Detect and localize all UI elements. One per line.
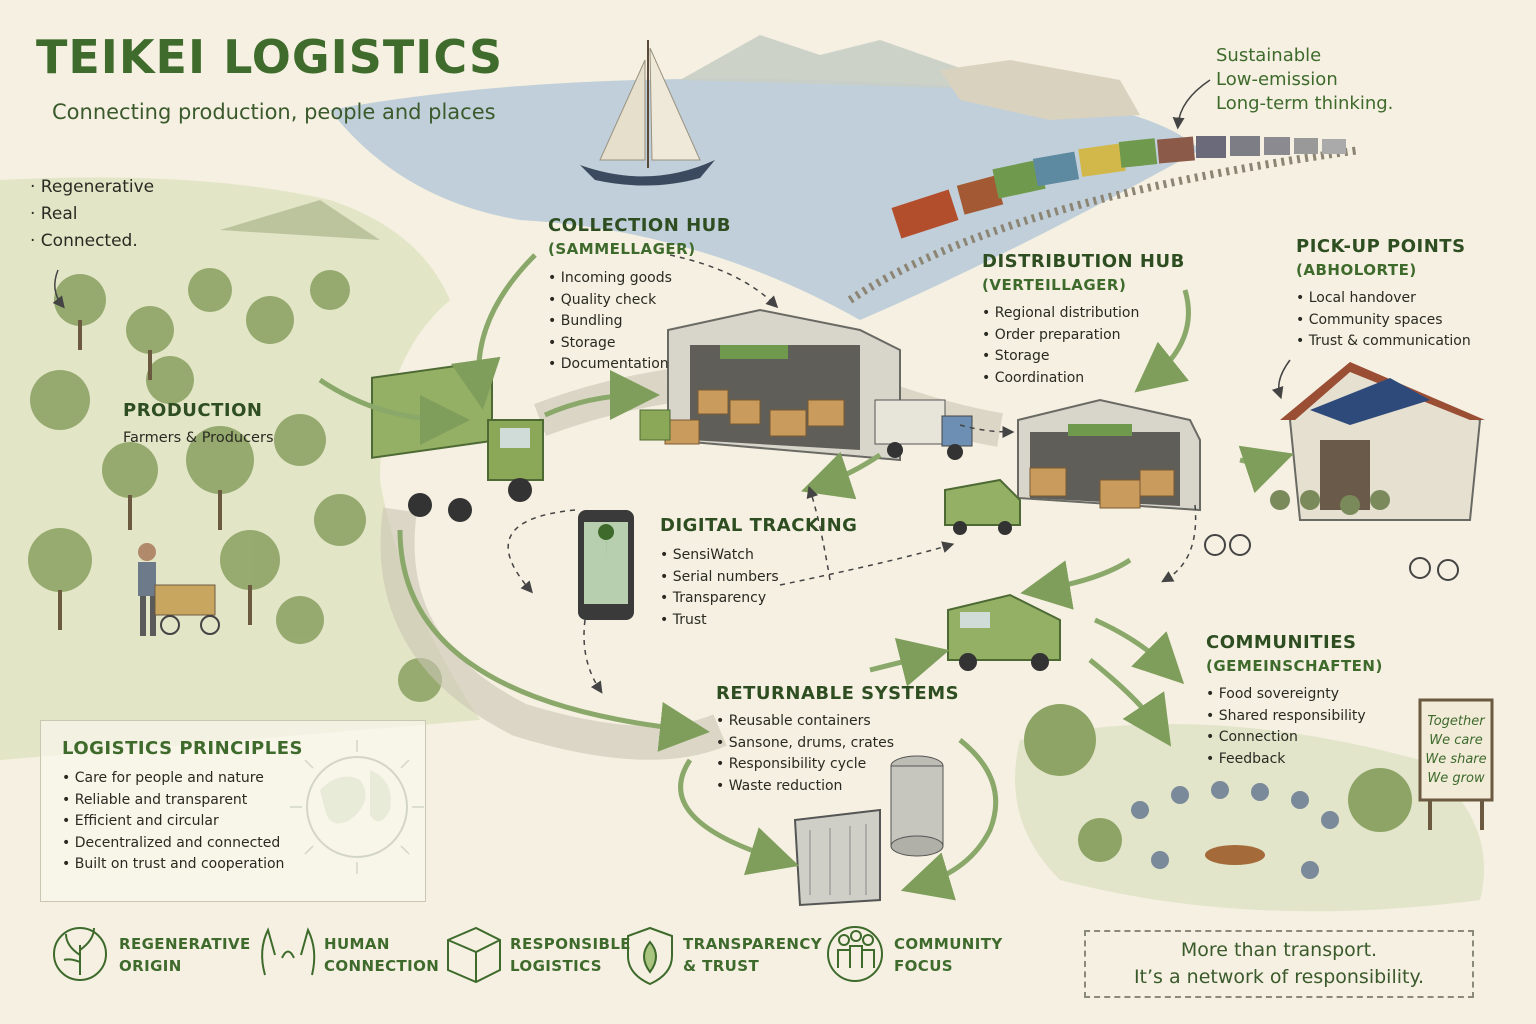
list-item: Care for people and nature (62, 768, 284, 790)
communities-list: Food sovereignty Shared responsibility C… (1206, 684, 1366, 770)
sign-line: We care (1429, 733, 1483, 748)
collection-hub-list: Incoming goods Quality check Bundling St… (548, 268, 672, 376)
list-item: Reusable containers (716, 711, 894, 733)
list-item: Bundling (548, 311, 672, 333)
list-item: Transparency (660, 588, 779, 610)
hands-icon (261, 927, 316, 976)
data-lines (507, 254, 1197, 694)
list-item: Coordination (982, 368, 1139, 390)
list-item: SensiWatch (660, 545, 779, 567)
distribution-hub-building (1017, 398, 1201, 512)
green-truck (371, 359, 544, 522)
pickup-points-subtitle: (ABHOLORTE) (1296, 261, 1417, 279)
list-item: Efficient and circular (62, 811, 284, 833)
principles-title: LOGISTICS PRINCIPLES (62, 738, 303, 759)
smartphone-tracking (578, 510, 634, 620)
tag-regenerative: · Regenerative (30, 177, 155, 197)
list-item: Serial numbers (660, 567, 779, 589)
list-item: Shared responsibility (1206, 706, 1366, 728)
list-item: Incoming goods (548, 268, 672, 290)
page-subtitle: Connecting production, people and places (52, 100, 496, 124)
pickup-points-title: PICK-UP POINTS (1296, 236, 1466, 257)
tag-connected: · Connected. (30, 231, 138, 251)
list-item: Documentation (548, 354, 672, 376)
communities-subtitle: (GEMEINSCHAFTEN) (1206, 657, 1383, 675)
collection-hub-subtitle: (SAMMELLAGER) (548, 240, 696, 258)
railway-train (847, 136, 1361, 304)
list-item: Storage (548, 333, 672, 355)
list-item: Storage (982, 346, 1139, 368)
list-item: Trust & communication (1296, 331, 1471, 353)
community-sign: Together We care We share We grow (1424, 712, 1488, 788)
list-item: Decentralized and connected (62, 833, 284, 855)
sign-line: Together (1427, 714, 1485, 729)
tag-real: · Real (30, 204, 78, 224)
list-item: Trust (660, 610, 779, 632)
tag-low-emission: Low-emission (1216, 69, 1338, 90)
pointer-arrows (52, 79, 1291, 400)
quote-line-1: More than transport. (1180, 939, 1378, 961)
sign-line: We share (1425, 752, 1487, 767)
tag-long-term: Long-term thinking. (1216, 93, 1394, 114)
list-item: Order preparation (982, 325, 1139, 347)
list-item: Community spaces (1296, 310, 1471, 332)
van-distribution (944, 478, 1021, 535)
delivery-truck (874, 399, 973, 460)
box-icon (447, 926, 501, 984)
farmer-figure (138, 543, 220, 636)
list-item: Built on trust and cooperation (62, 854, 285, 876)
list-item: Quality check (548, 290, 672, 312)
list-item: Food sovereignty (1206, 684, 1366, 706)
community-gathering (1015, 698, 1494, 912)
production-subtitle: Farmers & Producers (123, 430, 274, 446)
digital-tracking-title: DIGITAL TRACKING (660, 515, 858, 536)
sprout-icon (53, 927, 107, 981)
flow-arrows (318, 253, 1294, 901)
list-item: Reliable and transparent (62, 790, 284, 812)
shield-leaf-icon (627, 926, 673, 986)
list-item: Feedback (1206, 749, 1366, 771)
list-item: Connection (1206, 727, 1366, 749)
pickup-points-list: Local handover Community spaces Trust & … (1296, 288, 1471, 353)
principles-list: Care for people and nature Reliable and … (62, 768, 285, 876)
returnable-systems-list: Reusable containers Sansone, drums, crat… (716, 711, 894, 797)
returnable-systems-title: RETURNABLE SYSTEMS (716, 683, 960, 704)
olive-grove (0, 177, 480, 760)
list-item: Regional distribution (982, 303, 1140, 325)
collection-hub-building (639, 308, 901, 462)
footer-community-focus: COMMUNITY FOCUS (894, 935, 1003, 975)
distribution-hub-list: Regional distribution Order preparation … (982, 303, 1140, 390)
footer-human-connection: HUMAN CONNECTION (324, 935, 440, 975)
sailboat (580, 40, 715, 186)
list-item: Responsibility cycle (716, 754, 894, 776)
footer-responsible-logistics: RESPONSIBLE LOGISTICS (510, 935, 631, 975)
tag-sustainable: Sustainable (1216, 45, 1322, 66)
list-item: Sansone, drums, crates (716, 733, 894, 755)
pickup-house (1204, 362, 1485, 581)
list-item: Waste reduction (716, 776, 894, 798)
page-title: TEIKEI LOGISTICS (36, 30, 504, 84)
list-item: Local handover (1296, 288, 1471, 310)
left-tags: · Regenerative · Real · Connected. (30, 174, 154, 255)
quote-line-2: It’s a network of responsibility. (1133, 966, 1425, 988)
sea-backdrop (330, 35, 1200, 320)
returnable-containers (793, 755, 944, 907)
sustainability-tags: Sustainable Low-emission Long-term think… (1216, 44, 1393, 116)
sign-line: We grow (1427, 771, 1485, 786)
footer-regenerative-origin: REGENERATIVE ORIGIN (119, 935, 251, 975)
production-title: PRODUCTION (123, 400, 263, 421)
distribution-hub-subtitle: (VERTEILLAGER) (982, 276, 1127, 294)
collection-hub-title: COLLECTION HUB (548, 215, 731, 236)
people-icon (827, 926, 883, 982)
communities-title: COMMUNITIES (1206, 632, 1357, 653)
distribution-hub-title: DISTRIBUTION HUB (982, 251, 1185, 272)
footer-transparency-trust: TRANSPARENCY & TRUST (683, 935, 822, 975)
van-community (947, 593, 1061, 671)
closing-quote: More than transport. It’s a network of r… (1084, 930, 1474, 998)
digital-tracking-list: SensiWatch Serial numbers Transparency T… (660, 545, 779, 631)
